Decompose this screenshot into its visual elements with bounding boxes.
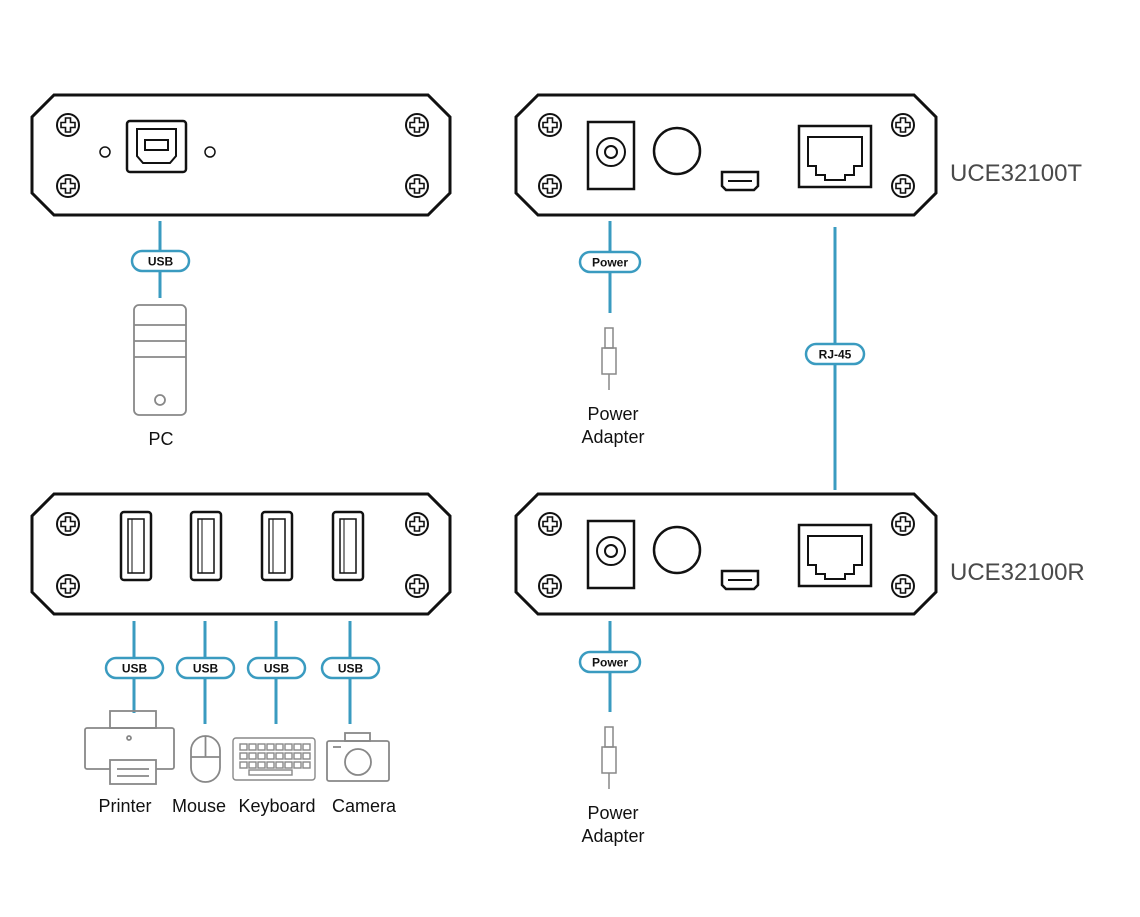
screw-icon bbox=[538, 174, 562, 198]
receiver-panel bbox=[514, 492, 938, 616]
svg-text:USB: USB bbox=[338, 662, 364, 676]
receiver-usb-panel bbox=[30, 492, 452, 616]
screw-icon bbox=[891, 113, 915, 137]
screw-icon bbox=[538, 574, 562, 598]
power-tag-receiver: Power bbox=[578, 650, 642, 674]
svg-text:USB: USB bbox=[122, 662, 148, 676]
svg-text:Power: Power bbox=[592, 656, 628, 670]
screw-icon bbox=[405, 174, 429, 198]
power-adapter-plug-icon bbox=[601, 327, 617, 391]
svg-text:USB: USB bbox=[264, 662, 290, 676]
screw-icon bbox=[56, 113, 80, 137]
cables bbox=[132, 221, 837, 724]
screw-icon bbox=[891, 512, 915, 536]
printer-label: Printer bbox=[98, 796, 151, 816]
screw-icon bbox=[56, 512, 80, 536]
usb-tag-camera: USB bbox=[320, 656, 381, 680]
pc-label: PC bbox=[148, 429, 173, 449]
keyboard-label: Keyboard bbox=[238, 796, 315, 816]
usb-b-port-icon bbox=[125, 119, 188, 174]
rj45-port-icon bbox=[797, 523, 873, 588]
power-adapter-label-line1: Power bbox=[587, 404, 638, 424]
rj45-port-icon bbox=[797, 124, 873, 189]
screw-icon bbox=[891, 574, 915, 598]
hdmi-port-icon bbox=[720, 569, 760, 591]
svg-text:Power: Power bbox=[592, 256, 628, 270]
usb-a-port-icon bbox=[189, 510, 223, 582]
rj45-tag: RJ-45 bbox=[804, 342, 866, 366]
power-adapter-label-line2: Adapter bbox=[581, 427, 644, 447]
button-icon bbox=[652, 525, 702, 575]
screw-icon bbox=[891, 174, 915, 198]
power-adapter-label-line2: Adapter bbox=[581, 826, 644, 846]
button-icon bbox=[652, 126, 702, 176]
screw-icon bbox=[538, 512, 562, 536]
printer-icon bbox=[84, 710, 175, 785]
usb-tag-pc: USB bbox=[130, 249, 191, 273]
svg-text:RJ-45: RJ-45 bbox=[819, 348, 852, 362]
screw-icon bbox=[405, 512, 429, 536]
usb-tag-printer: USB bbox=[104, 656, 165, 680]
transmitter-panel bbox=[514, 93, 938, 217]
hdmi-port-icon bbox=[720, 170, 760, 192]
mouse-icon bbox=[190, 735, 221, 783]
camera-label: Camera bbox=[332, 796, 397, 816]
usb-a-port-icon bbox=[119, 510, 153, 582]
dc-jack-icon bbox=[586, 120, 636, 191]
screw-icon bbox=[538, 113, 562, 137]
screw-icon bbox=[56, 574, 80, 598]
svg-text:USB: USB bbox=[193, 662, 219, 676]
svg-text:USB: USB bbox=[148, 255, 174, 269]
usb-a-port-icon bbox=[331, 510, 365, 582]
mouse-label: Mouse bbox=[172, 796, 226, 816]
power-adapter-plug-icon bbox=[601, 726, 617, 790]
dc-jack-icon bbox=[586, 519, 636, 590]
camera-icon bbox=[326, 732, 390, 782]
screw-icon bbox=[56, 174, 80, 198]
usb-tag-keyboard: USB bbox=[246, 656, 307, 680]
screw-icon bbox=[405, 113, 429, 137]
keyboard-icon bbox=[232, 737, 316, 781]
screw-icon bbox=[405, 574, 429, 598]
transmitter-model-label: UCE32100T bbox=[950, 160, 1082, 187]
transmitter-usb-panel bbox=[30, 93, 452, 217]
power-adapter-label-line1: Power bbox=[587, 803, 638, 823]
receiver-model-label: UCE32100R bbox=[950, 559, 1085, 586]
usb-tag-mouse: USB bbox=[175, 656, 236, 680]
usb-a-port-icon bbox=[260, 510, 294, 582]
power-tag-transmitter: Power bbox=[578, 250, 642, 274]
pc-tower-icon bbox=[133, 304, 187, 416]
